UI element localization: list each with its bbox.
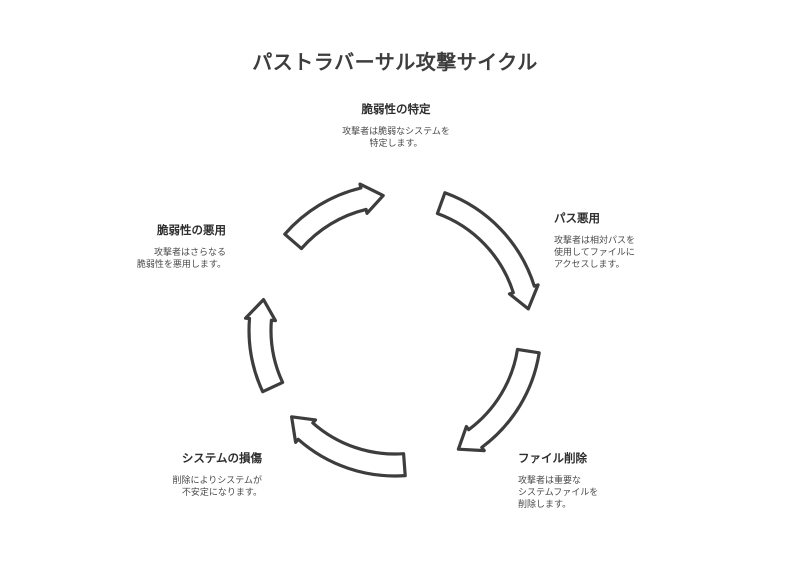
step-title-file-deletion: ファイル削除 (518, 451, 587, 465)
step-desc-identify-vulnerability: 攻撃者は脆弱なシステムを 特定します。 (342, 127, 450, 149)
arrow-path-abuse-to-deletion (283, 182, 385, 251)
arrow-damage-to-exploit (456, 347, 541, 453)
step-title-path-abuse: パス悪用 (554, 211, 600, 225)
step-title-system-damage: システムの損傷 (181, 451, 262, 465)
diagram-title: パストラバーサル攻撃サイクル (252, 50, 538, 74)
step-title-exploit-vulnerability: 脆弱性の悪用 (157, 223, 226, 237)
arrow-identify-to-path-abuse (243, 298, 285, 394)
step-desc-path-abuse: 攻撃者は相対パスを 使用してファイルに アクセスします。 (554, 236, 636, 270)
step-desc-system-damage: 削除によりシステムが 不安定になります。 (172, 476, 262, 498)
step-title-identify-vulnerability: 脆弱性の特定 (361, 102, 431, 116)
step-desc-exploit-vulnerability: 攻撃者はさらなる 脆弱性を悪用します。 (136, 248, 226, 270)
arrow-exploit-to-identify (290, 415, 407, 478)
arrow-deletion-to-damage (435, 191, 540, 311)
step-desc-file-deletion: 攻撃者は重要な システムファイルを 削除します。 (518, 476, 599, 510)
